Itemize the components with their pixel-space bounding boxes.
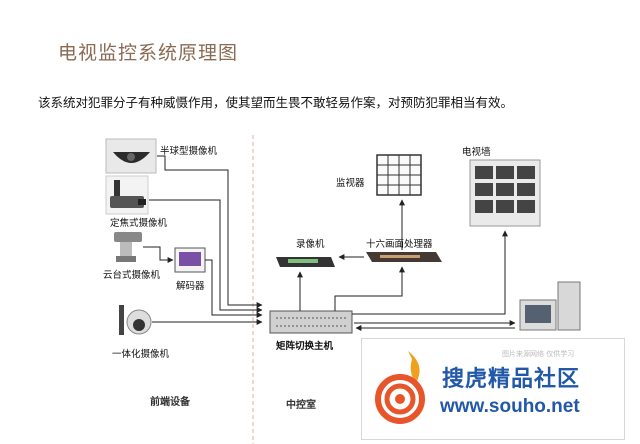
ptz-camera-icon bbox=[114, 232, 142, 262]
label-matrix: 矩阵切换主机 bbox=[276, 341, 334, 352]
integrated-camera-icon bbox=[119, 305, 152, 335]
decoder-icon bbox=[174, 247, 206, 273]
fixed-camera-icon bbox=[105, 175, 149, 215]
label-monitor: 监视器 bbox=[336, 178, 365, 189]
swirl-logo-icon bbox=[375, 351, 425, 424]
label-multiplexer: 十六画面处理器 bbox=[366, 239, 433, 250]
label-dome-camera: 半球型摄像机 bbox=[160, 146, 218, 157]
watermark-url: www.souho.net bbox=[440, 396, 580, 417]
matrix-switcher-icon bbox=[269, 310, 353, 334]
intro-text: 该系统对犯罪分子有种威慑作用，使其望而生畏不敢轻易作案，对预防犯罪相当有效。 bbox=[38, 95, 514, 110]
workstation-icon bbox=[519, 281, 581, 331]
watermark-faint: 图片来源网络 仅供学习 bbox=[502, 350, 575, 358]
dome-camera-icon bbox=[105, 138, 157, 174]
label-video-wall: 电视墙 bbox=[462, 147, 491, 158]
multiplexer-icon bbox=[366, 252, 442, 262]
label-integrated-camera: 一体化摄像机 bbox=[112, 349, 170, 360]
watermark-box: 图片来源网络 仅供学习 搜虎精品社区 www.souho.net bbox=[361, 338, 625, 440]
monitor-icon bbox=[376, 154, 422, 196]
label-ptz-camera: 云台式摄像机 bbox=[103, 270, 161, 281]
section-front-end: 前端设备 bbox=[150, 397, 190, 408]
connections bbox=[143, 155, 516, 331]
label-fixed-camera: 定焦式摄像机 bbox=[110, 218, 168, 229]
page-title: 电视监控系统原理图 bbox=[58, 42, 239, 64]
watermark-name: 搜虎精品社区 bbox=[442, 367, 581, 392]
label-decoder: 解码器 bbox=[176, 281, 205, 292]
recorder-icon bbox=[276, 257, 335, 267]
section-control-room: 中控室 bbox=[286, 400, 316, 411]
video-wall-icon bbox=[469, 159, 541, 227]
label-recorder: 录像机 bbox=[296, 239, 325, 250]
